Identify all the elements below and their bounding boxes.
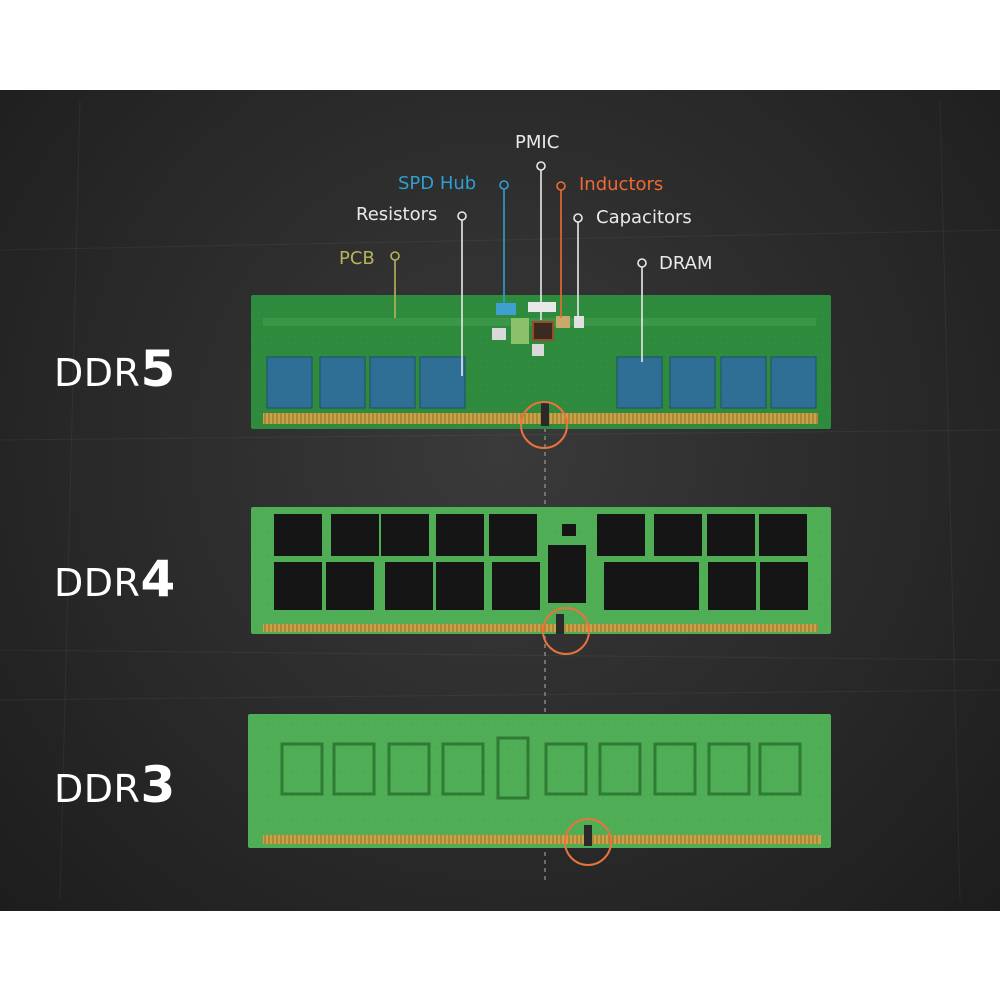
ddr4-dram-top-3 <box>381 514 429 556</box>
pcb-leader-dot <box>390 251 400 261</box>
ddr5-gen-text: DDR <box>54 351 141 395</box>
notch-highlight-circle <box>564 818 612 866</box>
ddr4-dram-bottom-3 <box>385 562 433 610</box>
pmic-leader-dot <box>536 161 546 171</box>
notch-highlight-circle <box>542 607 590 655</box>
ddr5-dram-chip-8 <box>770 356 817 409</box>
capacitors-leader-dot <box>573 213 583 223</box>
ddr4-dram-bottom-6 <box>604 562 652 610</box>
ddr4-dram-bottom-8 <box>708 562 756 610</box>
ddr4-dram-bottom-7 <box>651 562 699 610</box>
spd-hub-leader-dot <box>499 180 509 190</box>
ddr3-chip-footprint-1 <box>280 742 324 796</box>
background-streak <box>0 689 1000 701</box>
ddr3-chip-footprint-7 <box>653 742 697 796</box>
capacitor <box>574 316 584 328</box>
ddr4-register-chip <box>548 545 586 603</box>
capacitors-label: Capacitors <box>596 207 692 228</box>
ddr4-gen-text: DDR <box>54 561 141 605</box>
ddr4-dram-bottom-9 <box>760 562 808 610</box>
ddr5-dram-chip-4 <box>419 356 466 409</box>
ddr4-module <box>251 507 831 655</box>
inductors-label: Inductors <box>579 174 664 195</box>
ddr5-dram-chip-3 <box>369 356 416 409</box>
ddr4-spd-chip <box>562 524 576 536</box>
spd-hub-label: SPD Hub <box>398 173 477 194</box>
ddr3-chip-footprint-9 <box>758 742 802 796</box>
resistors-label: Resistors <box>356 204 438 225</box>
background-streak <box>0 229 1000 251</box>
inductor-block <box>511 318 529 344</box>
inductors-leader-dot <box>556 181 566 191</box>
ddr5-dram-chip-7 <box>720 356 767 409</box>
notch-highlight-circle <box>520 401 568 449</box>
capacitor-small <box>492 328 506 340</box>
resistor-array <box>528 302 556 312</box>
pcb-label: PCB <box>339 248 375 269</box>
ddr4-dram-top-4 <box>436 514 484 556</box>
callout-leader-lines <box>390 161 647 376</box>
ddr3-number: 3 <box>140 756 176 814</box>
faint-background-lines <box>0 99 1000 901</box>
ddr3-chip-footprint-5 <box>544 742 588 796</box>
ddr5-dram-chip-6 <box>669 356 716 409</box>
diagram-stage: PMIC SPD Hub Inductors Resistors Capacit… <box>0 90 1000 911</box>
resistors-leader-dot <box>457 211 467 221</box>
gold-contacts <box>263 835 821 844</box>
ddr3-gen-text: DDR <box>54 767 141 811</box>
ddr4-number: 4 <box>140 550 176 608</box>
pmic-label: PMIC <box>515 132 560 153</box>
dram-leader-dot <box>637 258 647 268</box>
spd-hub-chip <box>496 303 516 315</box>
ddr4-title: DDR4 <box>54 554 175 604</box>
background-streak <box>939 99 961 901</box>
ddr3-chip-footprint-2 <box>332 742 376 796</box>
ddr3-title: DDR3 <box>54 760 175 810</box>
background-streak <box>0 649 1000 661</box>
ddr4-dram-bottom-1 <box>274 562 322 610</box>
ddr4-dram-top-2 <box>331 514 379 556</box>
capacitor-small <box>532 344 544 356</box>
ddr4-dram-top-7 <box>654 514 702 556</box>
ddr3-chip-footprint-3 <box>387 742 431 796</box>
memory-modules-illustration <box>0 90 1000 911</box>
diagram-panel: PMIC SPD Hub Inductors Resistors Capacit… <box>0 90 1000 911</box>
ddr3-module <box>248 714 831 866</box>
inductor <box>556 316 570 328</box>
ddr4-dram-bottom-2 <box>326 562 374 610</box>
dram-label: DRAM <box>659 253 713 274</box>
ddr4-dram-top-1 <box>274 514 322 556</box>
key-notch <box>541 403 549 426</box>
ddr4-dram-bottom-4 <box>436 562 484 610</box>
ddr5-dram-chip-5 <box>616 356 663 409</box>
ddr3-register-footprint <box>496 736 530 800</box>
key-notch <box>584 825 592 846</box>
ddr4-dram-top-9 <box>759 514 807 556</box>
ddr3-chip-footprint-4 <box>441 742 485 796</box>
pcb-texture <box>248 714 831 848</box>
ddr4-dram-top-6 <box>597 514 645 556</box>
background-streak <box>0 429 1000 441</box>
ddr5-title: DDR5 <box>54 344 175 394</box>
ddr5-module <box>251 295 831 449</box>
ddr5-dram-chip-1 <box>266 356 313 409</box>
ddr4-dram-top-5 <box>489 514 537 556</box>
ddr4-dram-bottom-5 <box>492 562 540 610</box>
ddr4-dram-top-8 <box>707 514 755 556</box>
ddr5-number: 5 <box>140 340 176 398</box>
ddr3-chip-footprint-6 <box>598 742 642 796</box>
pmic-chip <box>532 321 554 341</box>
key-notch <box>556 614 564 634</box>
ddr5-dram-chip-2 <box>319 356 366 409</box>
ddr3-chip-footprint-8 <box>707 742 751 796</box>
background-streak <box>59 99 81 901</box>
